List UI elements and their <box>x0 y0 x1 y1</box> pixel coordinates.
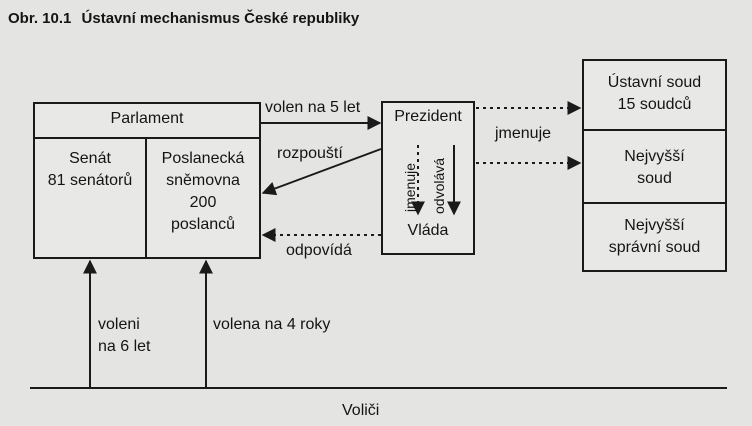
label-volena-na-4-roky: volena na 4 roky <box>213 316 331 333</box>
senat-text: Senát 81 senátorů <box>35 148 145 192</box>
snemovna-line-2: sněmovna <box>166 172 240 189</box>
ustavni-soud-line-2: 15 soudců <box>617 96 692 113</box>
prezident-vlada-box <box>381 101 475 255</box>
ustavni-soud-text: Ústavní soud 15 soudců <box>584 72 725 116</box>
label-volici: Voliči <box>342 402 380 419</box>
snemovna-line-1: Poslanecká <box>161 150 245 167</box>
parlament-header: Parlament <box>110 110 184 127</box>
spravni-soud-line-2: správní soud <box>608 239 701 256</box>
snemovna-text: Poslanecká sněmovna 200 poslanců <box>147 148 259 236</box>
nejvyssi-soud-text: Nejvyšší soud <box>584 146 725 190</box>
snemovna-line-3: 200 <box>189 194 217 211</box>
prezident-label: Prezident <box>394 108 462 125</box>
arrow-rozpousti <box>261 148 382 196</box>
label-voleni-line-2: na 6 let <box>98 338 151 355</box>
spravni-soud-text: Nejvyšší správní soud <box>584 215 725 259</box>
nejvyssi-soud-line-1: Nejvyšší <box>624 148 685 165</box>
senat-line-1: Senát <box>69 150 111 167</box>
figure-title: Obr. 10.1 Ústavní mechanismus České repu… <box>8 10 359 27</box>
snemovna-line-4: poslanců <box>170 216 236 233</box>
ustavni-soud-line-1: Ústavní soud <box>607 74 702 91</box>
label-volen-na-5-let: volen na 5 let <box>265 99 361 116</box>
vlada-label: Vláda <box>407 222 449 239</box>
courts-box <box>582 59 727 272</box>
nejvyssi-soud-line-2: soud <box>637 170 672 187</box>
label-odpovida: odpovídá <box>286 242 352 259</box>
senat-line-2: 81 senátorů <box>47 172 133 189</box>
label-voleni-line-1: voleni <box>98 316 140 333</box>
label-jmenuje-courts: jmenuje <box>495 125 552 142</box>
figure-number: Obr. 10.1 <box>8 10 72 27</box>
label-voleni-na-6-let: voleni na 6 let <box>98 314 150 358</box>
label-rozpousti: rozpouští <box>277 145 343 162</box>
figure-caption: Ústavní mechanismus České republiky <box>81 10 360 27</box>
spravni-soud-line-1: Nejvyšší <box>624 217 685 234</box>
